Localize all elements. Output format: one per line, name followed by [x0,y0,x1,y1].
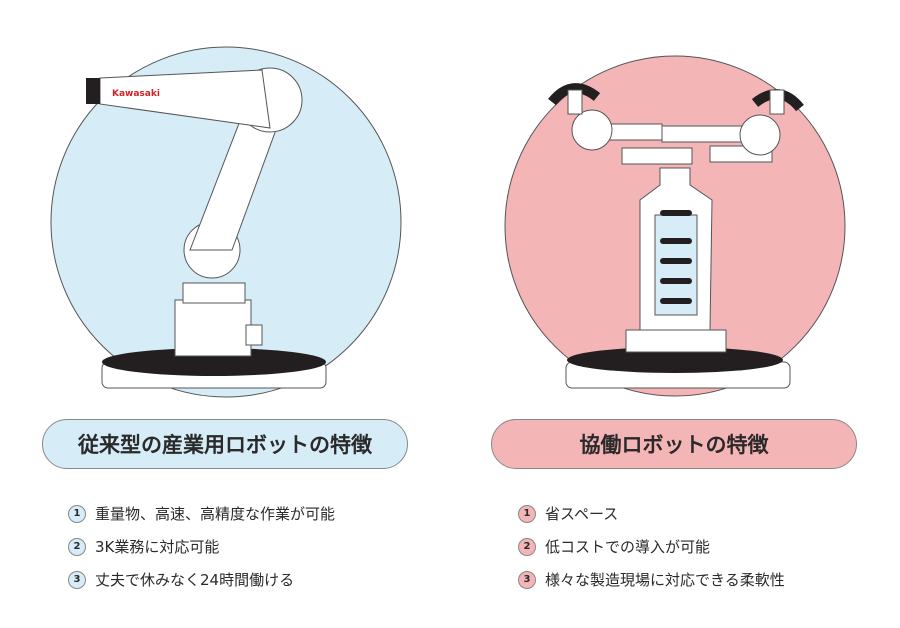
feature-text: 3K業務に対応可能 [95,538,220,556]
number-badge: 2 [518,537,536,556]
cobot-title: 協働ロボットの特徴 [491,419,857,469]
list-item: 3 丈夫で休みなく24時間働ける [68,563,335,596]
cobot-features-list: 1 省スペース 2 低コストでの導入が可能 3 様々な製造現場に対応できる柔軟性 [518,497,785,596]
feature-text: 様々な製造現場に対応できる柔軟性 [545,571,785,589]
feature-text: 省スペース [545,505,619,523]
number-badge: 3 [518,570,536,589]
feature-text: 丈夫で休みなく24時間働ける [95,571,295,589]
number-badge: 1 [68,504,86,523]
number-badge: 3 [68,570,86,589]
number-badge: 1 [518,504,536,523]
feature-text: 重量物、高速、高精度な作業が可能 [95,505,336,523]
list-item: 2 低コストでの導入が可能 [518,530,785,563]
industrial-features-list: 1 重量物、高速、高精度な作業が可能 2 3K業務に対応可能 3 丈夫で休みなく24時… [68,497,335,596]
illustrations: Kawasaki [50,46,846,398]
industrial-robot-title: 従来型の産業用ロボットの特徴 [42,419,408,469]
cobot-illustration [504,55,846,397]
feature-text: 低コストでの導入が可能 [545,538,711,556]
list-item: 2 3K業務に対応可能 [68,530,335,563]
list-item: 3 様々な製造現場に対応できる柔軟性 [518,563,785,596]
number-badge: 2 [68,537,86,556]
industrial-robot-illustration: Kawasaki [50,46,402,398]
list-item: 1 省スペース [518,497,785,530]
kawasaki-logo: Kawasaki [112,89,160,99]
list-item: 1 重量物、高速、高精度な作業が可能 [68,497,335,530]
